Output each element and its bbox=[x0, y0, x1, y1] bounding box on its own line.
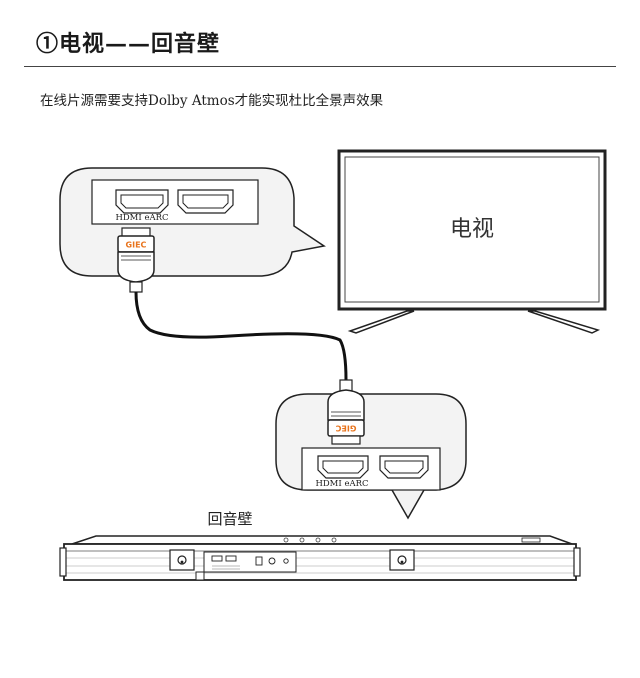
soundbar-body bbox=[63, 543, 577, 581]
hdmi-plug-bottom: GIEC bbox=[327, 379, 365, 445]
hdmi-earc-port-tv bbox=[115, 189, 169, 214]
plug-top-brand: GIEC bbox=[126, 241, 147, 250]
tv-screen bbox=[344, 156, 600, 303]
soundbar-callout: HDMI eARC GIEC bbox=[275, 379, 467, 520]
soundbar-top-button bbox=[283, 537, 289, 543]
soundbar-top-button bbox=[331, 537, 337, 543]
divider bbox=[24, 66, 616, 67]
plug-bottom-brand: GIEC bbox=[335, 424, 356, 433]
tv-callout: HDMI eARC GIEC bbox=[59, 167, 326, 293]
tv-port-label: HDMI eARC bbox=[115, 213, 168, 223]
soundbar-rear-panel bbox=[195, 551, 297, 581]
subtitle: 在线片源需要支持Dolby Atmos才能实现杜比全景声效果 bbox=[40, 93, 384, 109]
tv: 电视 bbox=[337, 149, 607, 334]
tv-stand-left bbox=[347, 310, 415, 334]
wall-mount-left bbox=[169, 549, 195, 571]
soundbar-label: 回音壁 bbox=[207, 510, 252, 528]
hdmi-cable bbox=[134, 291, 348, 381]
tv-label: 电视 bbox=[450, 217, 494, 242]
wall-mount-right bbox=[389, 549, 415, 571]
soundbar bbox=[59, 535, 581, 581]
soundbar-top-button bbox=[315, 537, 321, 543]
soundbar-top bbox=[71, 535, 573, 545]
tv-stand-right bbox=[527, 310, 601, 334]
heading: ①电视——回音壁 bbox=[36, 31, 221, 57]
hdmi-port-soundbar-2 bbox=[379, 455, 429, 479]
soundbar-port-label: HDMI eARC bbox=[315, 479, 368, 489]
hdmi-earc-port-soundbar bbox=[317, 455, 369, 479]
soundbar-top-button bbox=[299, 537, 305, 543]
hdmi-plug-top: GIEC bbox=[117, 227, 155, 293]
hdmi-port-tv-2 bbox=[177, 189, 234, 214]
